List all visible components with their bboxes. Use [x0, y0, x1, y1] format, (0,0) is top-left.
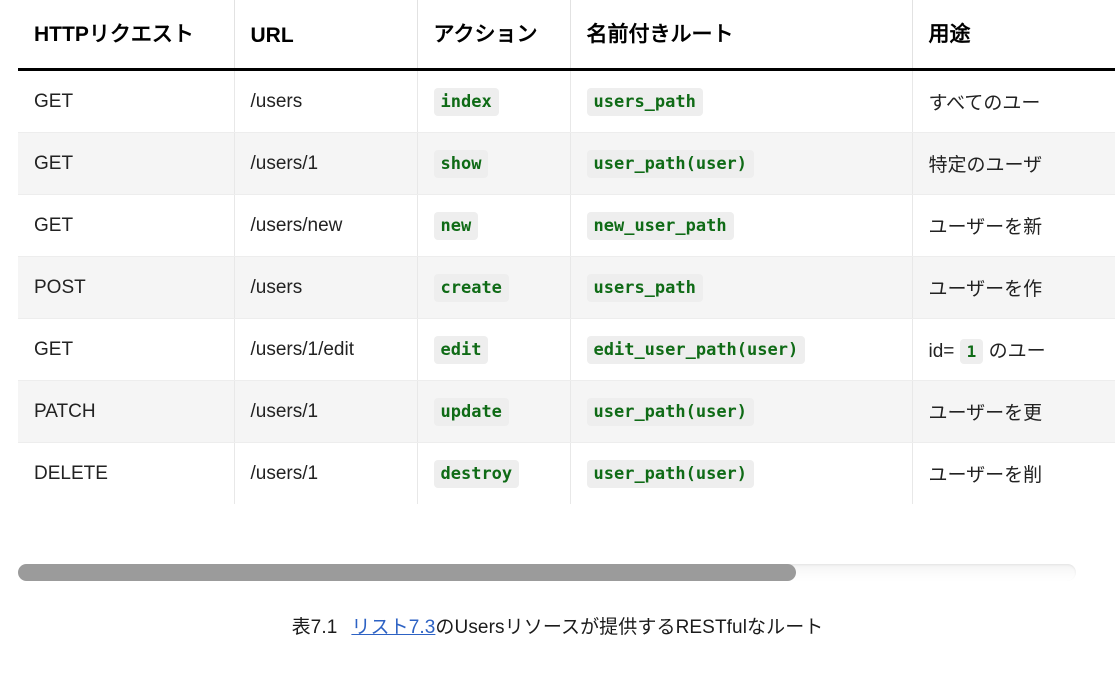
cell-purpose: ユーザーを削: [912, 442, 1115, 504]
purpose-text: 特定のユーザ: [928, 155, 1043, 176]
action-code-badge: new: [433, 211, 479, 240]
table-row: GET /users/new new new_user_path ユーザーを新: [18, 194, 1115, 257]
cell-url: /users: [234, 69, 418, 133]
action-code-badge: show: [433, 149, 489, 178]
cell-method: POST: [18, 256, 235, 319]
cell-url: /users/1: [234, 380, 418, 443]
cell-action: index: [417, 69, 571, 133]
named-route-code-badge: new_user_path: [586, 211, 734, 240]
cell-purpose: id= 1 のユー: [912, 318, 1115, 381]
cell-purpose: 特定のユーザ: [912, 132, 1115, 195]
cell-url: /users/new: [234, 194, 418, 257]
table-body: GET /users index users_path すべてのユー GET /…: [18, 69, 1115, 504]
scrollbar-thumb[interactable]: [18, 564, 796, 581]
cell-method: GET: [18, 69, 235, 133]
cell-purpose: ユーザーを新: [912, 194, 1115, 257]
cell-named-route: users_path: [570, 69, 913, 133]
cell-url: /users/1/edit: [234, 318, 418, 381]
caption-rest: のUsersリソースが提供するRESTfulなルート: [435, 617, 824, 638]
cell-url: /users/1: [234, 442, 418, 504]
cell-named-route: user_path(user): [570, 132, 913, 195]
table-row: GET /users/1 show user_path(user) 特定のユーザ: [18, 132, 1115, 195]
cell-named-route: user_path(user): [570, 442, 913, 504]
action-code-badge: edit: [433, 335, 489, 364]
cell-named-route: user_path(user): [570, 380, 913, 443]
cell-purpose: すべてのユー: [912, 69, 1115, 133]
cell-action: edit: [417, 318, 571, 381]
cell-purpose: ユーザーを作: [912, 256, 1115, 319]
purpose-text: ユーザーを作: [928, 279, 1043, 300]
named-route-code-badge: user_path(user): [586, 459, 755, 488]
purpose-text: すべてのユー: [928, 93, 1041, 114]
cell-named-route: new_user_path: [570, 194, 913, 257]
action-code-badge: update: [433, 397, 509, 426]
table-row: PATCH /users/1 update user_path(user) ユー…: [18, 380, 1115, 443]
restful-routes-table: HTTPリクエスト URL アクション 名前付きルート 用途 GET /user…: [18, 0, 1115, 504]
table-header-row: HTTPリクエスト URL アクション 名前付きルート 用途: [18, 0, 1115, 71]
action-code-badge: index: [433, 87, 499, 116]
named-route-code-badge: user_path(user): [586, 149, 755, 178]
horizontal-scrollbar[interactable]: [18, 564, 1076, 581]
table-row: POST /users create users_path ユーザーを作: [18, 256, 1115, 319]
named-route-code-badge: users_path: [586, 87, 703, 116]
action-code-badge: destroy: [433, 459, 520, 488]
column-header-action: アクション: [417, 0, 571, 71]
cell-url: /users/1: [234, 132, 418, 195]
purpose-text: ユーザーを削: [928, 465, 1043, 486]
cell-method: DELETE: [18, 442, 235, 504]
cell-url: /users: [234, 256, 418, 319]
named-route-code-badge: users_path: [586, 273, 703, 302]
table-caption: 表7.1 リスト7.3のUsersリソースが提供するRESTfulなルート: [0, 612, 1115, 639]
cell-action: update: [417, 380, 571, 443]
action-code-badge: create: [433, 273, 509, 302]
column-header-method: HTTPリクエスト: [18, 0, 235, 71]
cell-action: create: [417, 256, 571, 319]
column-header-purpose: 用途: [912, 0, 1115, 71]
cell-named-route: edit_user_path(user): [570, 318, 913, 381]
purpose-text: ユーザーを更: [928, 403, 1043, 424]
named-route-code-badge: user_path(user): [586, 397, 755, 426]
cell-action: destroy: [417, 442, 571, 504]
purpose-text-suffix: のユー: [988, 341, 1046, 362]
table-header: HTTPリクエスト URL アクション 名前付きルート 用途: [18, 0, 1115, 71]
table-row: GET /users index users_path すべてのユー: [18, 69, 1115, 133]
cell-method: GET: [18, 318, 235, 381]
cell-named-route: users_path: [570, 256, 913, 319]
column-header-url: URL: [234, 0, 418, 71]
caption-label: 表7.1: [291, 617, 338, 638]
column-header-named-route: 名前付きルート: [570, 0, 913, 71]
purpose-text-prefix: id=: [928, 341, 955, 362]
table-row: DELETE /users/1 destroy user_path(user) …: [18, 442, 1115, 504]
cell-method: PATCH: [18, 380, 235, 443]
cell-action: new: [417, 194, 571, 257]
caption-listing-link[interactable]: リスト7.3: [351, 617, 436, 638]
table-row: GET /users/1/edit edit edit_user_path(us…: [18, 318, 1115, 381]
table-scroll-viewport[interactable]: HTTPリクエスト URL アクション 名前付きルート 用途 GET /user…: [0, 0, 1115, 562]
named-route-code-badge: edit_user_path(user): [586, 335, 806, 364]
cell-method: GET: [18, 132, 235, 195]
cell-purpose: ユーザーを更: [912, 380, 1115, 443]
purpose-text: ユーザーを新: [928, 217, 1043, 238]
cell-action: show: [417, 132, 571, 195]
purpose-id-code-badge: 1: [959, 339, 984, 364]
cell-method: GET: [18, 194, 235, 257]
